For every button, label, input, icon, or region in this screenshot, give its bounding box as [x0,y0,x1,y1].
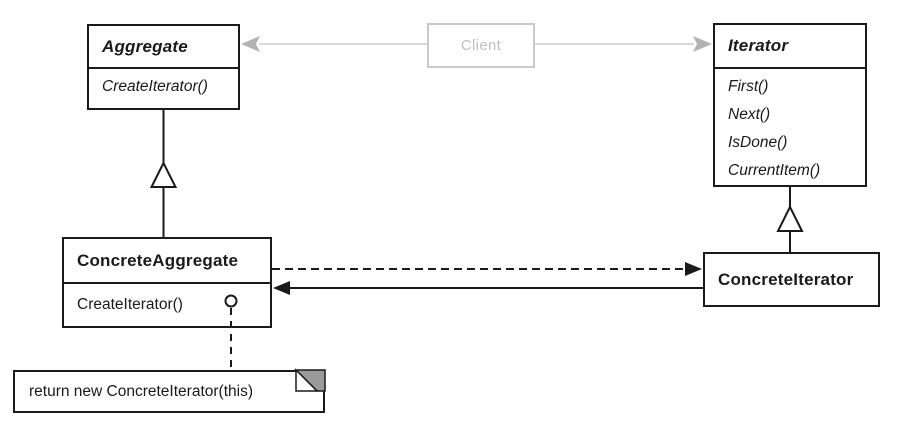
method-iterator-next: Next() [728,106,771,123]
creates-arrowhead-icon [685,262,702,276]
method-aggregate-createiterator: CreateIterator() [102,78,208,95]
method-iterator-first: First() [728,78,769,95]
association-arrowhead-icon [273,281,290,295]
client-box: Client [427,23,535,68]
class-name-iterator: Iterator [715,25,865,69]
note-box: return new ConcreteIterator(this) [13,370,325,413]
client-aggregate-arrowhead-icon [241,36,260,52]
method-iterator-currentitem: CurrentItem() [728,162,821,179]
class-name-aggregate: Aggregate [89,26,238,69]
class-box-aggregate: Aggregate CreateIterator() [87,24,240,110]
client-iterator-arrowhead-icon [693,36,712,52]
method-iterator-isdone: IsDone() [728,134,788,151]
note-text: return new ConcreteIterator(this) [29,382,253,400]
class-name-concrete-iterator: ConcreteIterator [718,269,854,289]
class-box-concrete-iterator: ConcreteIterator [703,252,880,307]
method-concrete-aggregate-createiterator: CreateIterator() [77,296,183,313]
class-box-iterator: Iterator First() Next() IsDone() Current… [713,23,867,187]
class-name-concrete-aggregate: ConcreteAggregate [64,239,270,284]
iterator-inheritance-triangle-icon [776,204,804,232]
client-label: Client [460,37,502,54]
class-box-concrete-aggregate: ConcreteAggregate CreateIterator() [62,237,272,328]
aggregate-inheritance-triangle-icon [149,160,178,188]
